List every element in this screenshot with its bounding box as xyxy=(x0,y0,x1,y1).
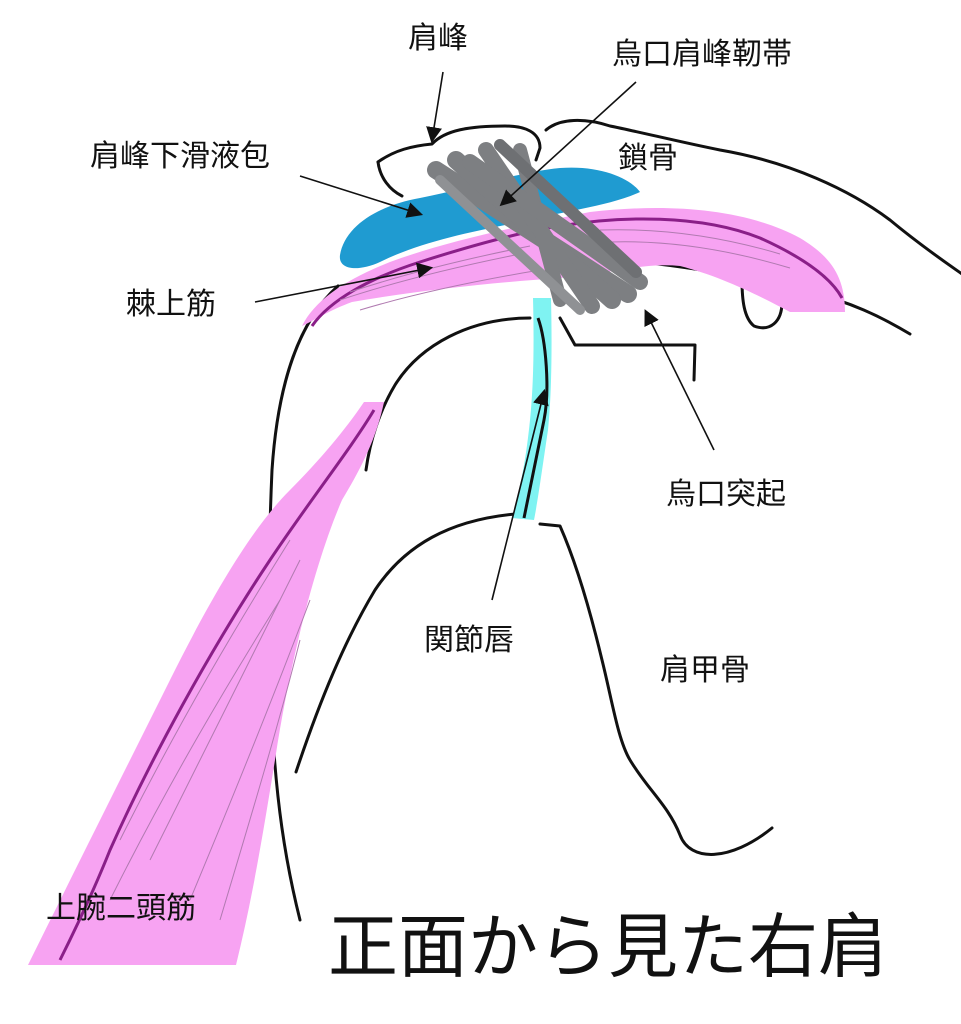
glenoid-outline xyxy=(558,316,697,382)
acromion-arrow xyxy=(426,71,444,144)
humerus-head-outline xyxy=(364,316,532,472)
coracoacromial-ligament-shape xyxy=(427,139,648,315)
diagram-title: 正面から見た右肩 xyxy=(328,906,888,988)
clavicle-end-outline xyxy=(740,278,784,330)
subacromial-bursa-shape xyxy=(339,167,640,269)
acromion-outline xyxy=(376,124,542,164)
label-biceps: 上腕二頭筋 xyxy=(46,891,196,926)
label-supraspinatus: 棘上筋 xyxy=(126,287,216,322)
humerus-inner-outline xyxy=(294,512,517,774)
label-coracoid-process: 烏口突起 xyxy=(666,477,786,512)
label-coracoacromial-ligament: 烏口肩峰靭帯 xyxy=(612,37,792,72)
acromion-lower-outline xyxy=(376,160,404,198)
label-scapula: 肩甲骨 xyxy=(660,653,750,688)
label-labrum: 関節唇 xyxy=(424,623,514,658)
biceps-shape xyxy=(28,402,384,965)
labrum-shape xyxy=(512,298,552,520)
supraspinatus-arrow xyxy=(254,262,434,303)
scapula-outline xyxy=(538,522,774,856)
bursa-arrow xyxy=(299,175,424,218)
coracoid-arrow xyxy=(644,309,715,451)
label-acromion: 肩峰 xyxy=(408,21,468,56)
labrum-arrow xyxy=(491,388,549,601)
ligament-arrow xyxy=(499,81,637,207)
label-clavicle: 鎖骨 xyxy=(618,141,678,176)
label-subacromial-bursa: 肩峰下滑液包 xyxy=(90,139,270,174)
labrum-outline xyxy=(522,317,549,519)
clavicle-outline xyxy=(544,118,961,276)
